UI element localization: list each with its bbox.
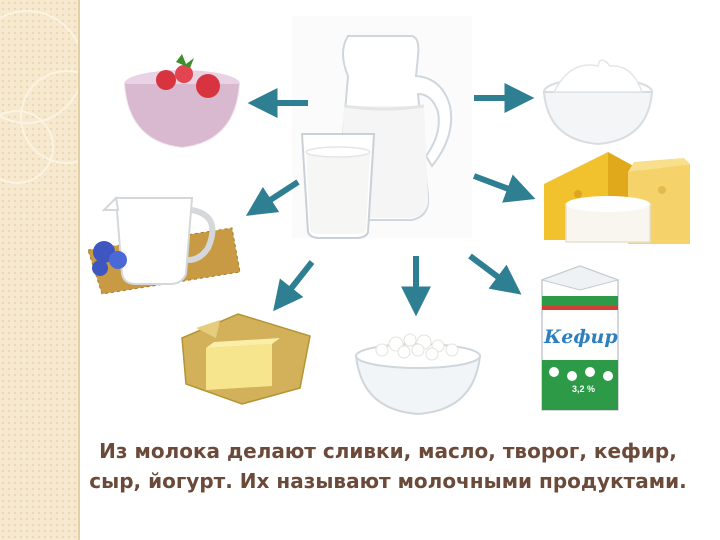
cottage-cheese-icon — [354, 333, 482, 416]
slide-caption: Из молока делают сливки, масло, творог, … — [78, 436, 698, 496]
kefir-brand-label: Кефир — [544, 326, 618, 348]
arrow-to-cheese — [472, 173, 536, 203]
sidebar-edge — [78, 0, 80, 540]
yogurt-bowl-icon — [123, 54, 241, 150]
cream-bowl-icon — [542, 59, 654, 146]
caption-line-1: Из молока делают сливки, масло, творог, … — [99, 439, 677, 463]
caption-line-2: сыр, йогурт. Их называют молочными проду… — [89, 469, 687, 493]
cheese-icon — [544, 152, 690, 244]
cream-pitcher-icon — [87, 195, 241, 295]
kefir-carton-icon — [540, 265, 620, 411]
milk-glass-icon — [300, 133, 376, 239]
butter-icon — [181, 313, 311, 405]
arrow-to-butter — [273, 260, 315, 312]
kefir-fat-label: 3,2 % — [572, 384, 596, 394]
kefir-carton: Кефир 3,2 % — [532, 264, 628, 414]
decorative-sidebar — [0, 0, 80, 540]
arrow-to-pitcher — [245, 179, 300, 216]
arrow-to-kefir — [468, 253, 522, 295]
